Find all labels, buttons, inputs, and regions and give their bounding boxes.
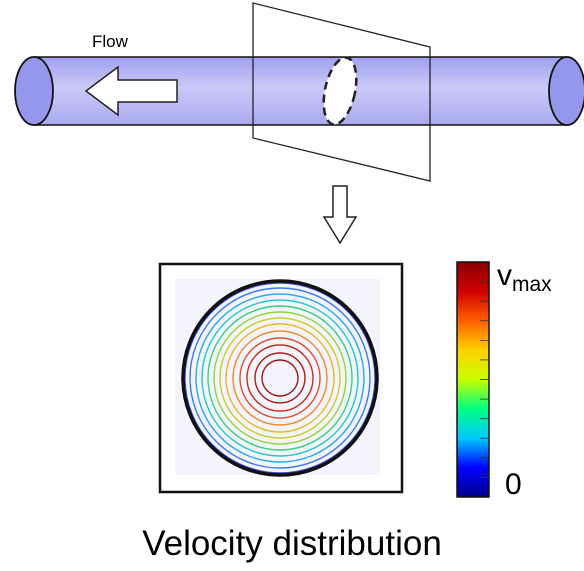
pipe-right-end xyxy=(548,56,584,126)
contour-ring xyxy=(232,330,328,426)
contour-ring xyxy=(189,287,371,469)
contour-rings xyxy=(184,282,376,474)
scale-max-label: vmax xyxy=(497,259,552,296)
contour-ring xyxy=(207,305,353,451)
contour-ring xyxy=(219,317,341,439)
caption: Velocity distribution xyxy=(142,524,442,563)
contour-ring xyxy=(261,359,299,397)
contour-ring xyxy=(254,352,306,404)
contour-ring xyxy=(213,311,347,445)
cross-section-dashed xyxy=(322,56,358,126)
pipe-wall-circle xyxy=(181,279,379,477)
contour-ring xyxy=(201,299,359,457)
contour-ring xyxy=(239,337,321,419)
cutting-plane xyxy=(252,2,431,182)
contour-ring xyxy=(184,282,376,474)
colorbar-ticks xyxy=(480,281,489,478)
velocity-contour-plot xyxy=(158,262,404,494)
down-arrow-icon xyxy=(322,185,358,245)
pipe-left-end xyxy=(14,56,54,126)
scale-min-label: 0 xyxy=(505,468,522,501)
cutting-plane-outline xyxy=(252,2,431,182)
flow-arrow-icon xyxy=(84,65,178,117)
flow-label: Flow xyxy=(92,32,129,51)
scale-max-symbol: v xyxy=(497,259,512,292)
contour-ring xyxy=(195,293,365,463)
colorbar xyxy=(456,261,490,498)
contour-ring xyxy=(246,344,314,412)
scale-max-subscript: max xyxy=(512,273,552,296)
contour-ring xyxy=(225,323,335,433)
